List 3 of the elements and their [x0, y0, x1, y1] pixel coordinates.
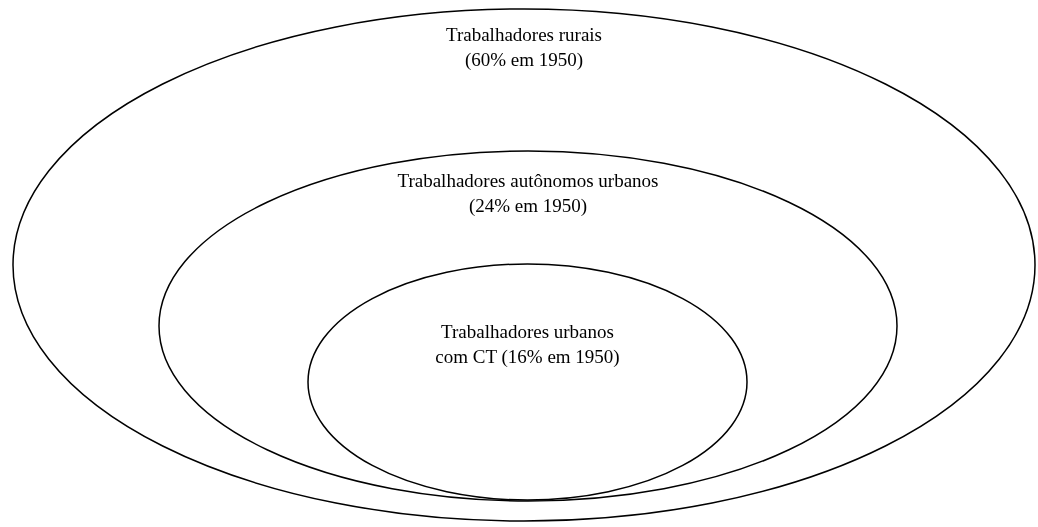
region-label: Trabalhadores rurais (60% em 1950): [445, 23, 603, 72]
region-label: Trabalhadores urbanos com CT (16% em 1950): [434, 320, 621, 369]
region-label: Trabalhadores autônomos urbanos (24% em 1950): [396, 169, 660, 218]
